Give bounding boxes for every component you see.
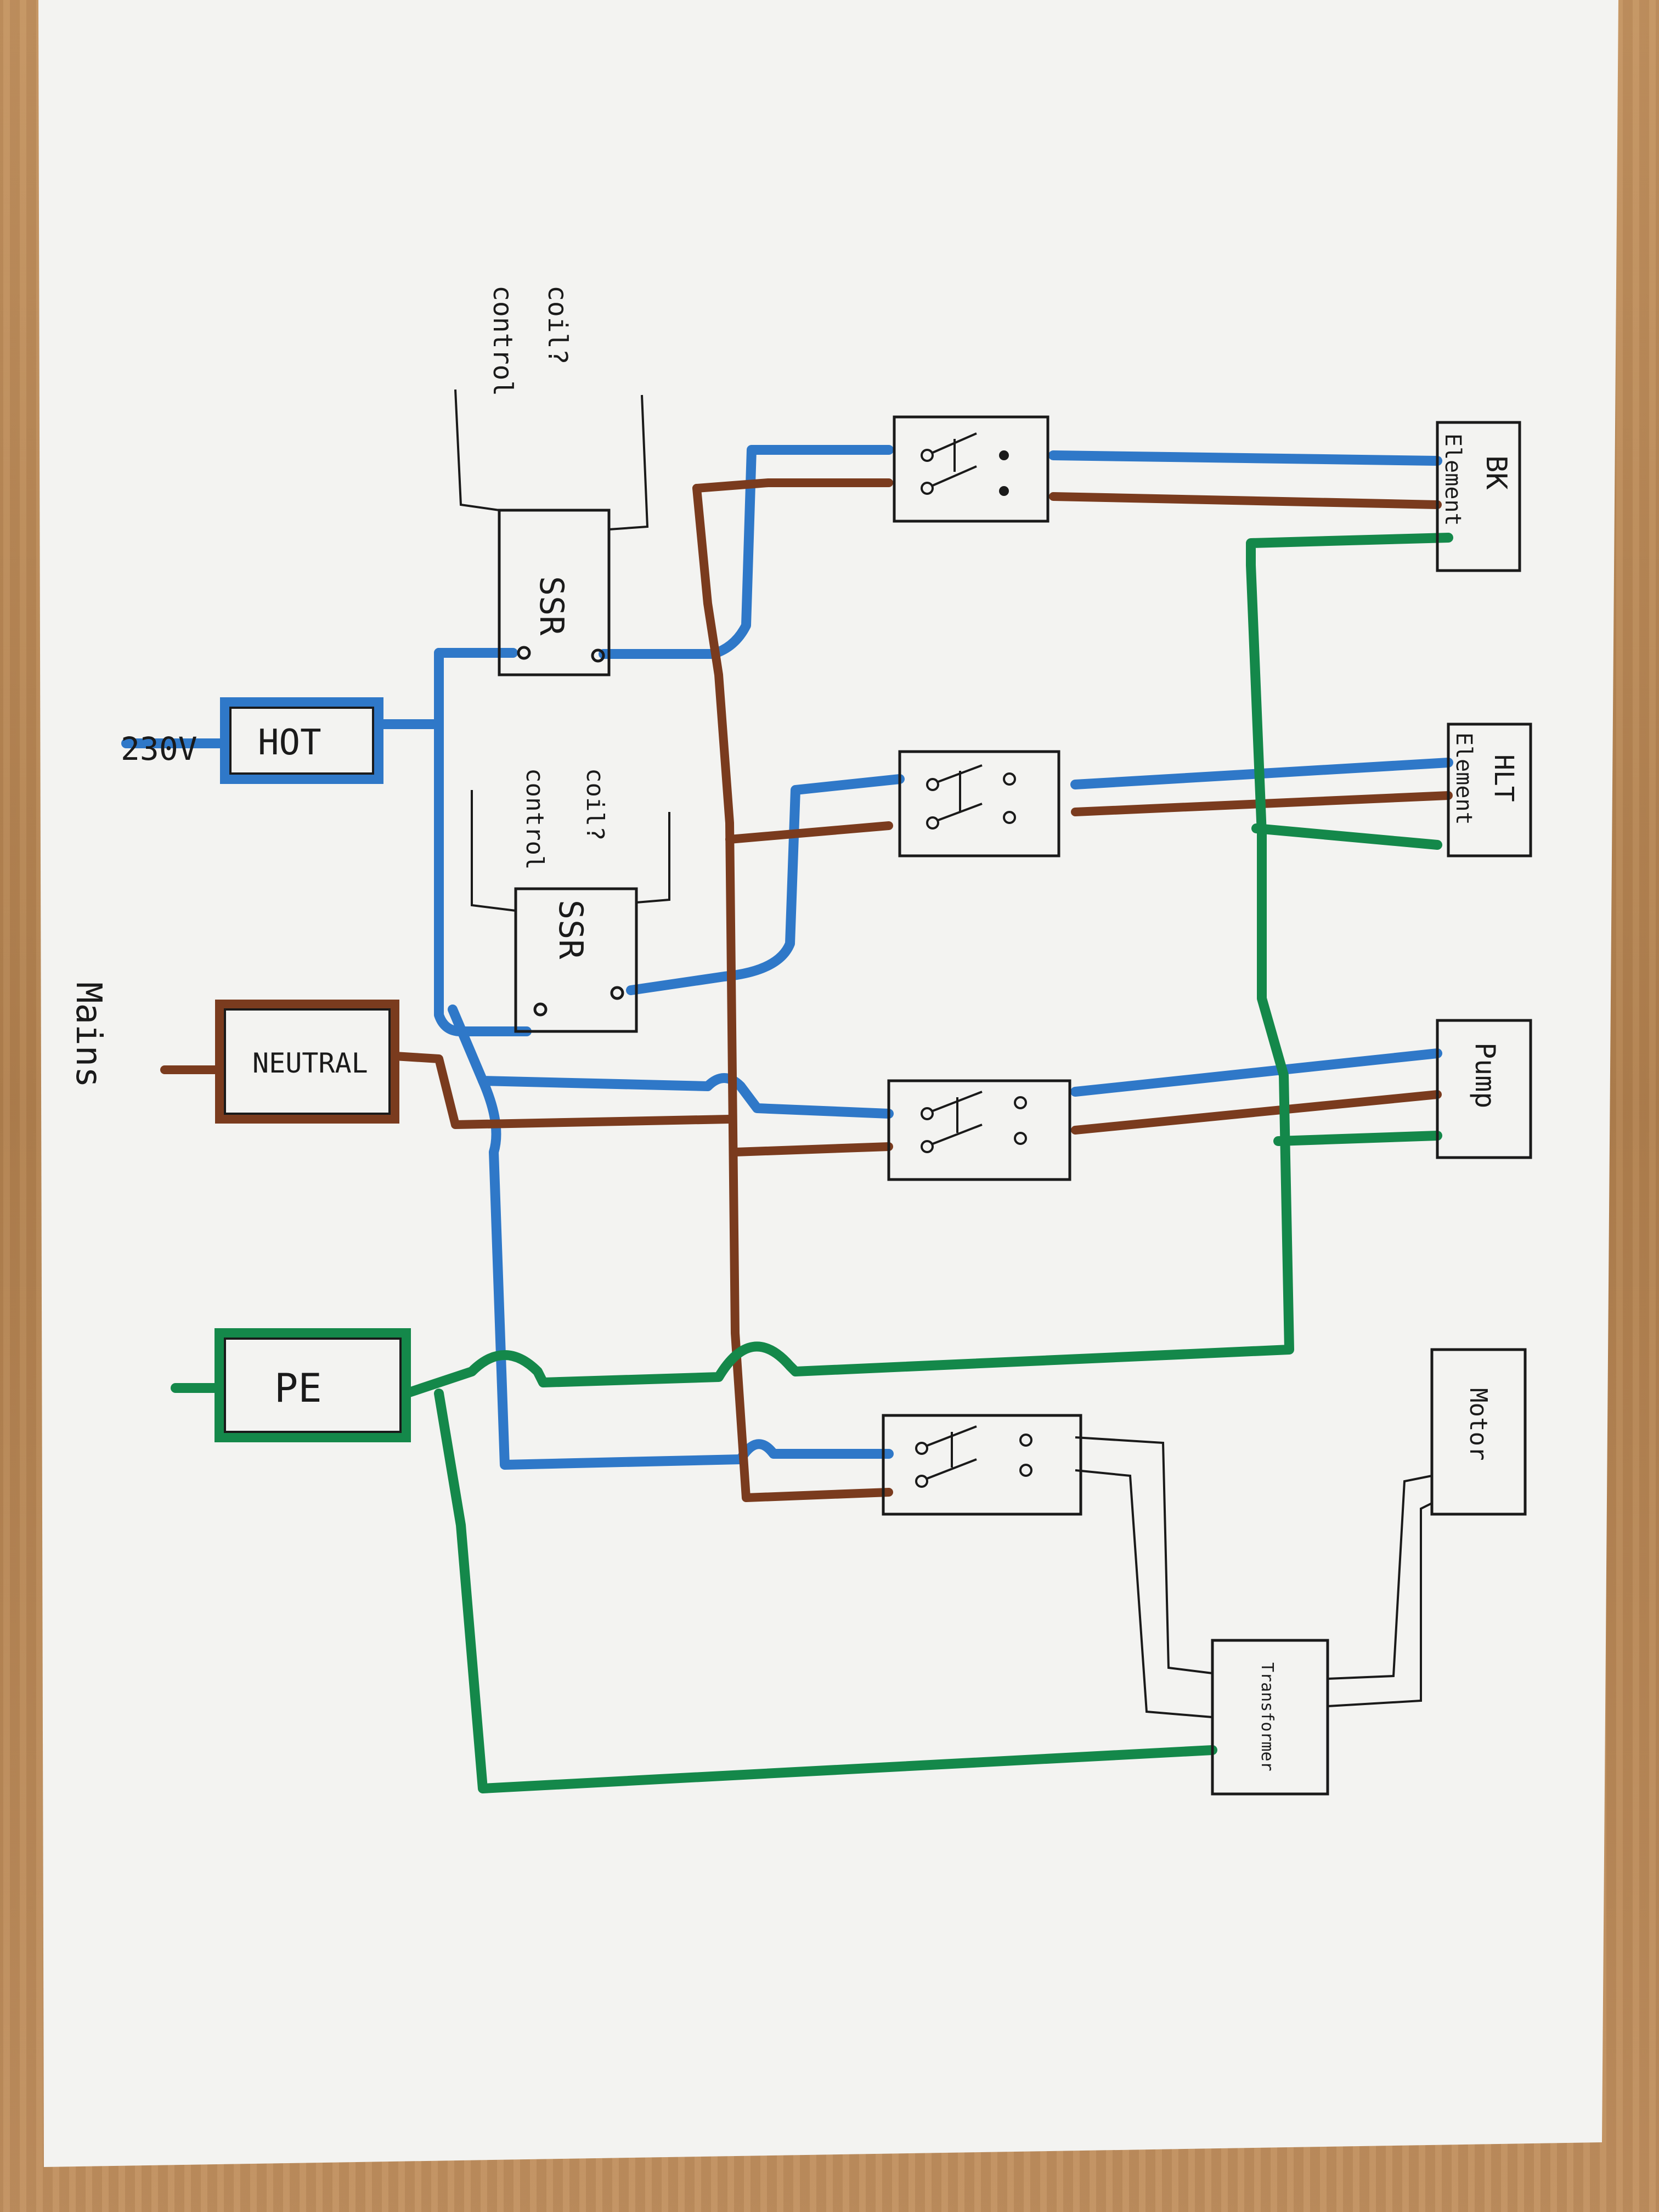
bk-label-line1: BK [1480, 455, 1513, 490]
switch-hlt [898, 750, 1060, 857]
hlt-element-box: HLT Element [1447, 723, 1532, 857]
switch-bk [893, 415, 1049, 523]
earth-wires [171, 533, 1453, 1793]
coil-2-line1: coil? [581, 768, 609, 840]
hlt-label-line2: Element [1451, 732, 1476, 825]
paper-sheet [38, 0, 1618, 2167]
motor-label: Motor [1464, 1388, 1492, 1460]
pe-label: PE [274, 1365, 322, 1411]
ssr-2-label: SSR [551, 900, 590, 960]
neutral-terminal: NEUTRAL [215, 1000, 399, 1124]
hot-label: HOT [258, 723, 321, 763]
ssr-2: SSR coil? control [514, 768, 638, 1033]
voltage-label: 230V [121, 730, 198, 768]
pe-terminal: PE [215, 1328, 411, 1442]
coil-1-line2: control [487, 285, 518, 396]
transformer-box: Transformer [1211, 1639, 1329, 1796]
neutral-label: NEUTRAL [252, 1047, 368, 1079]
bk-element-box: BK Element [1436, 421, 1521, 572]
hot-terminal: HOT 230V [121, 697, 383, 784]
switch-motor [882, 1414, 1082, 1516]
coil-1-line1: coil? [542, 285, 573, 365]
transformer-label: Transformer [1257, 1662, 1277, 1771]
pump-box: Pump [1436, 1019, 1532, 1159]
coil-2-line2: control [521, 768, 549, 870]
low-voltage-wires [454, 389, 1432, 1718]
hlt-label-line1: HLT [1488, 754, 1519, 802]
pump-label: Pump [1469, 1042, 1501, 1108]
motor-box: Motor [1430, 1348, 1527, 1516]
mains-label: Mains [68, 982, 109, 1088]
ssr-1-label: SSR [532, 576, 571, 636]
ssr-1: SSR coil? control [487, 285, 611, 676]
bk-label-line2: Element [1440, 433, 1465, 526]
switch-pump [887, 1079, 1071, 1181]
